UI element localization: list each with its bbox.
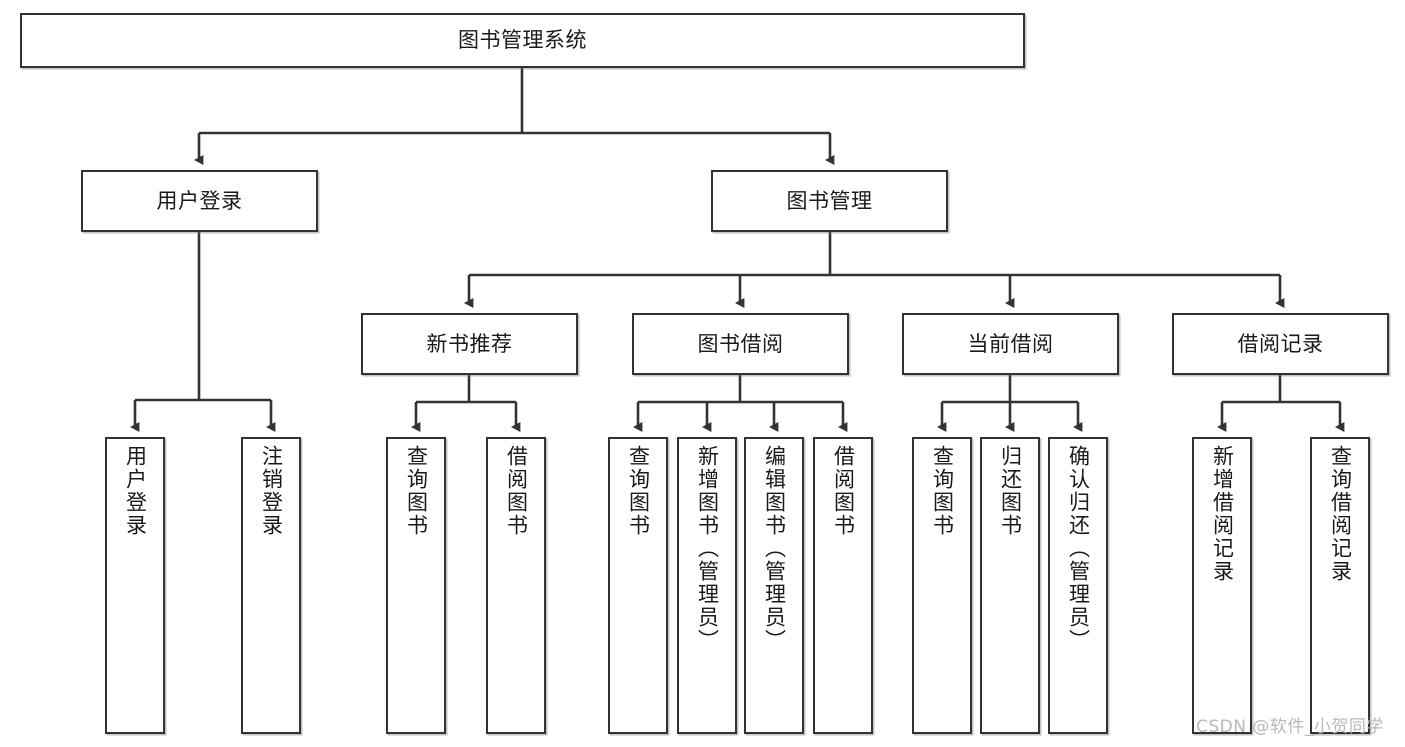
node-leaf-add-record-label: 新增借阅记录	[1210, 445, 1235, 583]
node-root[interactable]: 图书管理系统	[20, 13, 1025, 68]
node-user-login[interactable]: 用户登录	[81, 170, 318, 232]
node-leaf-query-record-label: 查询借阅记录	[1328, 445, 1353, 583]
node-leaf-query-book-3-label: 查询图书	[930, 445, 955, 537]
node-leaf-add-record[interactable]: 新增借阅记录	[1192, 437, 1252, 734]
connector-bookmanage-to-level3	[464, 232, 1285, 308]
node-leaf-user-login[interactable]: 用户登录	[105, 437, 165, 734]
node-current-borrow[interactable]: 当前借阅	[902, 313, 1119, 375]
node-leaf-confirm-return-label: 确认归还（管理员）	[1066, 445, 1091, 652]
connector-bookborrow-to-leaves	[633, 375, 848, 432]
node-book-manage-label: 图书管理	[786, 188, 873, 213]
node-leaf-query-record[interactable]: 查询借阅记录	[1310, 437, 1370, 734]
node-leaf-query-book-3[interactable]: 查询图书	[912, 437, 972, 734]
connector-newbook-to-leaves	[411, 375, 521, 432]
node-leaf-confirm-return[interactable]: 确认归还（管理员）	[1048, 437, 1108, 734]
node-leaf-add-book-label: 新增图书（管理员）	[695, 445, 720, 652]
node-book-borrow[interactable]: 图书借阅	[632, 313, 849, 375]
node-user-login-label: 用户登录	[156, 188, 243, 213]
node-leaf-borrow-book-2-label: 借阅图书	[831, 445, 856, 537]
node-borrow-record-label: 借阅记录	[1237, 331, 1324, 356]
node-leaf-return-book[interactable]: 归还图书	[980, 437, 1040, 734]
node-root-label: 图书管理系统	[458, 28, 587, 53]
node-leaf-edit-book-label: 编辑图书（管理员）	[762, 445, 787, 652]
node-borrow-record[interactable]: 借阅记录	[1172, 313, 1389, 375]
node-leaf-query-book-2[interactable]: 查询图书	[608, 437, 668, 734]
node-leaf-borrow-book-1[interactable]: 借阅图书	[486, 437, 546, 734]
node-book-borrow-label: 图书借阅	[697, 331, 784, 356]
connector-root-to-level2	[194, 68, 835, 165]
connector-borrowrecord-to-leaves	[1217, 375, 1345, 432]
node-leaf-borrow-book-1-label: 借阅图书	[504, 445, 529, 537]
node-new-book-recommend[interactable]: 新书推荐	[361, 313, 578, 375]
connector-currentborrow-to-leaves	[937, 375, 1083, 432]
node-leaf-query-book-2-label: 查询图书	[626, 445, 651, 537]
watermark-text: CSDN @软件_小贺同学	[1196, 717, 1384, 737]
connector-userlogin-to-leaves	[130, 232, 276, 432]
node-leaf-user-login-label: 用户登录	[123, 445, 148, 537]
node-new-book-recommend-label: 新书推荐	[426, 331, 513, 356]
node-leaf-edit-book[interactable]: 编辑图书（管理员）	[744, 437, 804, 734]
node-current-borrow-label: 当前借阅	[967, 331, 1054, 356]
node-leaf-add-book[interactable]: 新增图书（管理员）	[677, 437, 737, 734]
node-leaf-logout-login[interactable]: 注销登录	[241, 437, 301, 734]
node-leaf-borrow-book-2[interactable]: 借阅图书	[813, 437, 873, 734]
node-leaf-return-book-label: 归还图书	[998, 445, 1023, 537]
node-book-manage[interactable]: 图书管理	[711, 170, 948, 232]
node-leaf-query-book-1[interactable]: 查询图书	[386, 437, 446, 734]
node-leaf-logout-login-label: 注销登录	[259, 445, 284, 537]
node-leaf-query-book-1-label: 查询图书	[404, 445, 429, 537]
